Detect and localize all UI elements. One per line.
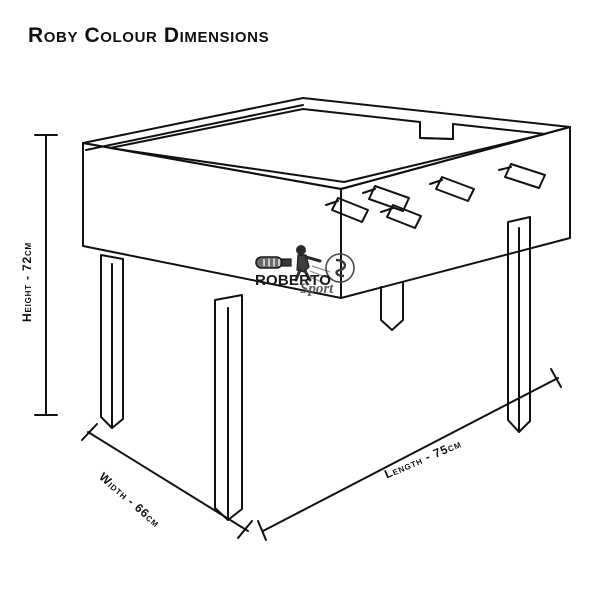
leg-rear-left [100, 254, 124, 429]
cabinet-front-face [340, 126, 571, 299]
logo-mark [255, 245, 355, 284]
rod-handle-2 [362, 185, 410, 212]
cabinet-top-edge-line [85, 104, 304, 151]
dimension-label-height: Height - 72cm [20, 242, 34, 322]
rod-handle-1 [325, 197, 369, 223]
rod-handle-5 [380, 204, 422, 229]
dimension-line-width [81, 423, 253, 539]
leg-front-left [214, 294, 243, 521]
logo-tagline-text: Sport [300, 281, 334, 297]
logo-brand-text: ROBERTO [255, 272, 331, 289]
rod-handle-3 [429, 176, 475, 202]
roberto-sport-logo: ROBERTO Sport [255, 245, 355, 297]
goal-notch [419, 121, 454, 140]
ball-return-stub [380, 282, 404, 331]
rod-handle-4 [498, 163, 546, 189]
dimension-line-height [34, 134, 58, 416]
dimension-line-length [257, 368, 562, 541]
page-title: Roby Colour Dimensions [28, 24, 270, 47]
playfield-opening [109, 108, 546, 183]
